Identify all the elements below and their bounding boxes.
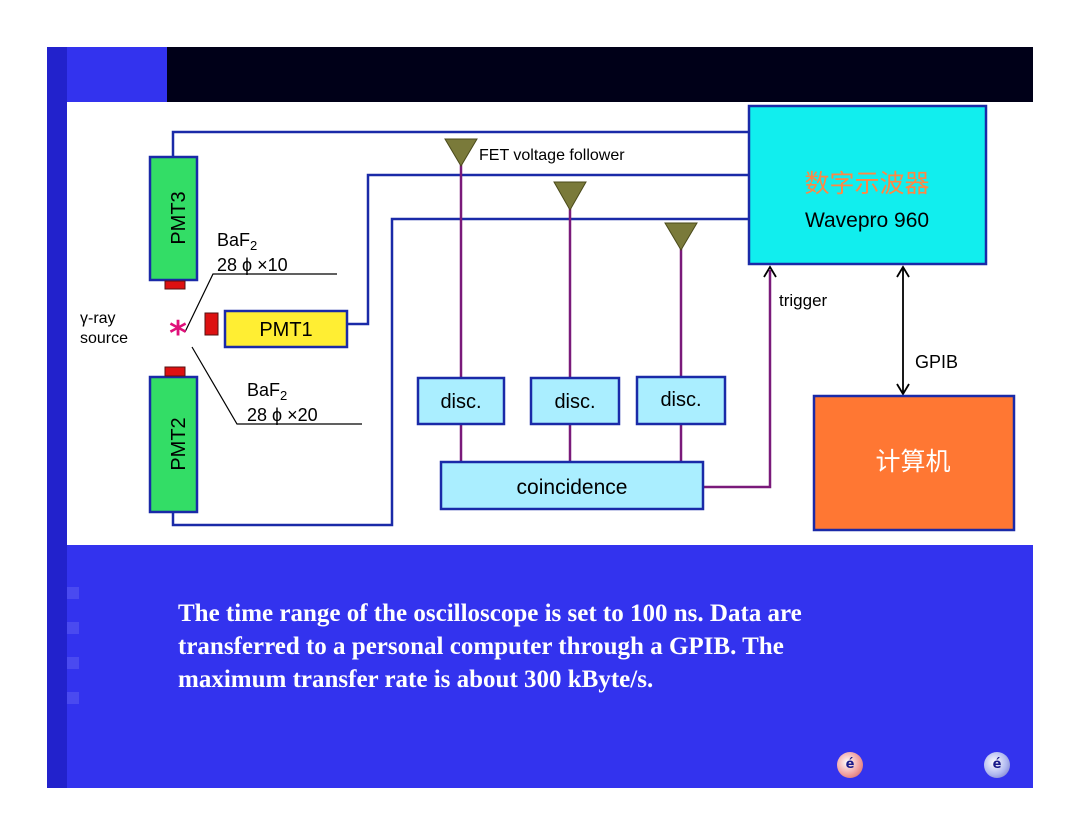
fet-label: FET voltage follower [479,147,625,164]
sound-icon-2[interactable]: é [984,752,1010,778]
caption-text: The time range of the oscilloscope is se… [178,597,1008,696]
fet-triangle-1 [444,138,478,167]
source-star-icon: * [169,314,187,354]
decor-square [67,657,79,669]
fet-triangle-3 [664,222,698,251]
caption-line-2: transferred to a personal computer throu… [178,633,784,660]
sound-icon[interactable]: é [837,752,863,778]
coincidence-label: coincidence [517,476,628,499]
disc-box-1 [416,376,506,426]
decor-square [67,622,79,634]
pmt2-box [148,375,199,514]
experimental-setup-diagram: PMT3 PMT2 PMT1 BaF2 28 ϕ ×10 BaF2 28 ϕ ×… [67,102,1033,545]
trigger-wire [703,270,772,489]
computer-label: 计算机 [875,447,950,476]
setup-schematic: PMT3 PMT2 PMT1 BaF2 28 ϕ ×10 BaF2 28 ϕ ×… [80,104,1016,532]
oscilloscope-box [747,104,988,266]
pmt3-box [148,155,199,282]
baf2-crystal-pmt2 [164,366,186,377]
trigger-label: trigger [779,291,828,310]
title-bar [167,47,1033,102]
baf2-top-dims: 28 ϕ ×10 [217,255,288,275]
coincidence-box [439,460,705,511]
baf2-top-leader [184,273,337,333]
pmt1-label: PMT1 [259,319,312,341]
pmt3-label: PMT3 [168,191,190,244]
fet-triangle-2 [553,181,587,212]
baf2-bottom-dims: 28 ϕ ×20 [247,405,318,425]
disc-label-1: disc. [440,391,481,413]
fet-triangles [444,138,698,251]
sound-glyph: é [845,757,855,772]
caption-line-1: The time range of the oscilloscope is se… [178,600,802,627]
caption-line-3: maximum transfer rate is about 300 kByte… [178,666,654,693]
baf2-crystal-pmt1 [204,312,219,336]
pmt2-signal-wire [171,217,749,527]
pmt1-signal-wire [347,173,749,326]
pmt2-label: PMT2 [168,417,190,470]
left-decoration-strip [47,47,67,788]
slide: PMT3 PMT2 PMT1 BaF2 28 ϕ ×10 BaF2 28 ϕ ×… [47,47,1033,788]
baf2-bottom-label: BaF2 [247,380,287,403]
trigger-arrowhead [763,265,777,278]
decor-square [67,692,79,704]
gpib-label: GPIB [915,352,958,372]
disc-label-3: disc. [660,389,701,411]
baf2-bottom-leader [191,346,362,425]
disc-label-2: disc. [554,391,595,413]
decor-square [67,587,79,599]
baf2-top-label: BaF2 [217,230,257,253]
baf2-crystal-pmt3 [164,280,186,290]
pmt3-signal-wire [171,130,749,157]
disc-box-3 [635,375,727,426]
source-label-line1: γ-ray [80,310,116,327]
computer-box [812,394,1016,532]
oscilloscope-cn-label: 数字示波器 [804,169,929,198]
pmt1-box [223,309,349,349]
sound-glyph: é [992,757,1002,772]
source-label-line2: source [80,330,128,347]
disc-box-2 [529,376,621,426]
oscilloscope-model-label: Wavepro 960 [805,209,929,232]
